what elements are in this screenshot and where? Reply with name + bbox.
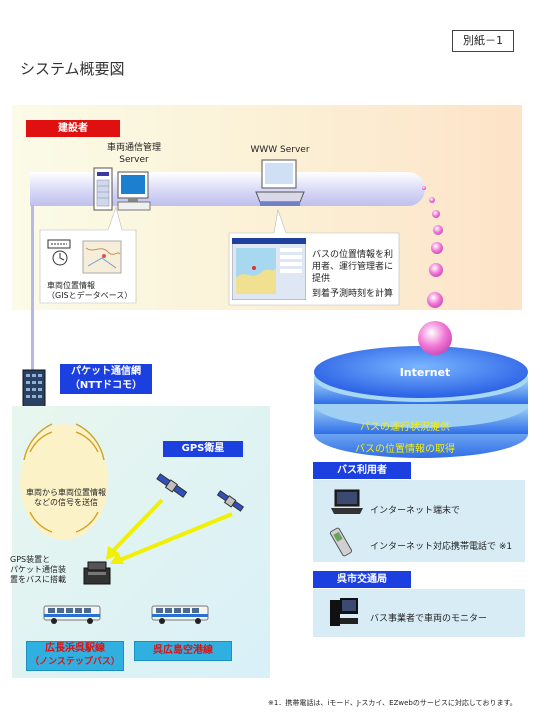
internet-line1: バスの運行状況提供	[360, 422, 450, 433]
bus-icon	[43, 605, 101, 624]
satellite-icon	[156, 473, 188, 498]
internet-label: Internet	[399, 366, 451, 379]
transport-bureau-label: 呉市交通局	[313, 571, 411, 588]
gps-satellite-label: GPS衛星	[163, 441, 243, 457]
laptop-icon	[331, 489, 363, 514]
building-icon	[22, 369, 46, 409]
route-label-2: 呉広島空港線	[134, 641, 232, 661]
signal-text-line1: 車両から車両位置情報	[26, 488, 106, 497]
vehicle-server-label-line2: Server	[119, 155, 149, 165]
map-icon	[82, 240, 122, 274]
route-label-1: 広長浜呉駅線 （ノンステップバス）	[26, 641, 124, 671]
signal-text-line2: などの信号を送信	[34, 498, 98, 507]
network-band	[30, 172, 425, 206]
web-map-screenshot	[232, 238, 306, 300]
vehicle-info-line1: 車両位置情報	[47, 281, 95, 290]
mobile-phone-icon	[329, 527, 353, 557]
satellite-icon-2	[216, 490, 244, 512]
packet-network-label: パケット通信網 （NTTドコモ）	[60, 364, 152, 394]
vehicle-server-label-line1: 車両通信管理	[106, 143, 161, 153]
vehicle-server-icon	[93, 167, 151, 211]
www-server-label: WWW Server	[250, 145, 310, 155]
network-drop-line	[31, 205, 34, 373]
signal-waves	[20, 423, 108, 540]
builder-label: 建設者	[26, 120, 120, 137]
clock-database-icon	[47, 239, 71, 266]
gps-signal-arrows	[106, 498, 233, 564]
internet-line2: バスの位置情報の取得	[355, 444, 455, 455]
route-1-line2: （ノンステップバス）	[30, 657, 120, 667]
bus-user-item-1-text: インターネット端末で	[370, 506, 461, 516]
device-text-line3: 置をバスに搭載	[10, 575, 66, 584]
bus-icon-2	[151, 605, 209, 624]
packet-network-line1: パケット通信網	[71, 366, 141, 377]
web-info-line2: 用者、運行管理者に	[312, 262, 394, 272]
vehicle-info-line2: （GISとデータベース）	[47, 291, 133, 300]
annex-label: 別紙－1	[452, 30, 514, 52]
internet-disk	[314, 321, 528, 458]
device-text-line1: GPS装置と	[10, 555, 51, 564]
web-info-line3: 提供	[312, 274, 331, 284]
device-text-line2: パケット通信装	[10, 565, 66, 574]
web-info-line1: バスの位置情報を利	[312, 250, 394, 260]
page-title: システム概要図	[20, 60, 125, 78]
bus-user-item-2-text: インターネット対応携帯電話で ※1	[370, 542, 513, 552]
packet-network-line2: （NTTドコモ）	[69, 380, 143, 391]
footnote: ※1．携帯電話は、iモード、J-スカイ、EZwebのサービスに対応しております。	[268, 699, 517, 707]
computer-terminal-icon	[330, 598, 358, 626]
gps-device-icon	[83, 561, 111, 585]
route-1-line1: 広長浜呉駅線	[45, 643, 105, 654]
bubbles-decoration	[422, 186, 443, 308]
web-info-line4: 到着予測時刻を計算	[312, 289, 394, 299]
transport-item-1-text: バス事業者で車両のモニター	[370, 614, 488, 624]
www-server-icon	[255, 159, 305, 206]
bus-users-label: バス利用者	[313, 462, 411, 479]
